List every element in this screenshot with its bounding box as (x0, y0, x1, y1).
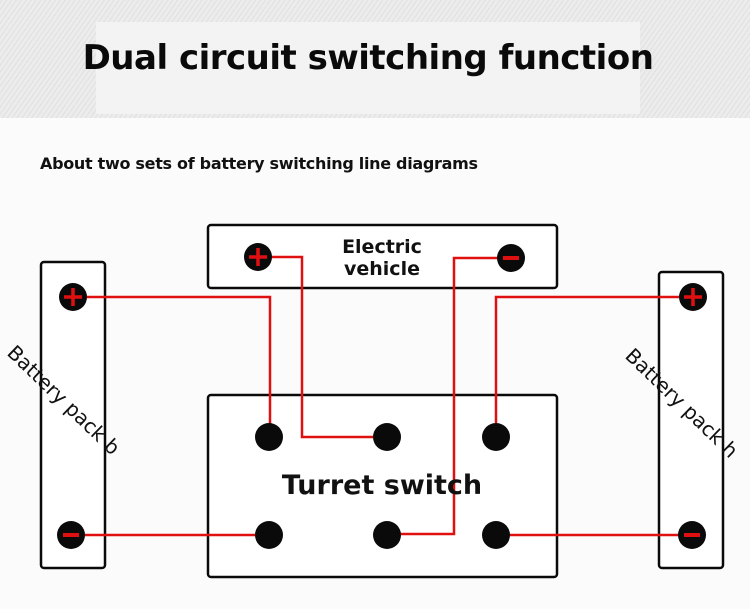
plus-icon (684, 288, 702, 306)
electric-vehicle-label-line1: Electric (342, 236, 422, 258)
plus-icon (64, 288, 82, 306)
battery-h-negative-terminal (678, 521, 706, 549)
switch-contact-top-left (255, 423, 283, 451)
switch-contact-bottom-right (482, 521, 510, 549)
wire-battery-b-pos-to-switch (73, 295, 272, 425)
battery-b-positive-terminal (59, 283, 87, 311)
wire-ev-neg-to-switch (395, 256, 511, 536)
battery-pack-b-box (39, 260, 107, 570)
switch-contact-bottom-center (373, 521, 401, 549)
ev-negative-terminal (497, 244, 525, 272)
turret-switch-label: Turret switch (282, 470, 482, 501)
switch-contact-top-center (373, 423, 401, 451)
plus-icon (249, 248, 267, 266)
wire-ev-pos-to-switch (258, 255, 380, 439)
switch-contact-top-right (482, 423, 510, 451)
wire-battery-h-pos-to-switch (494, 295, 693, 425)
electric-vehicle-box (206, 223, 559, 290)
header-plate (96, 22, 640, 114)
turret-switch-box (206, 393, 559, 579)
battery-h-positive-terminal (679, 283, 707, 311)
diagram-subtitle: About two sets of battery switching line… (40, 154, 478, 173)
ev-positive-terminal (244, 243, 272, 271)
page-title: Dual circuit switching function (82, 38, 654, 78)
electric-vehicle-label-line2: vehicle (344, 258, 420, 280)
switch-contact-bottom-left (255, 521, 283, 549)
battery-b-negative-terminal (57, 521, 85, 549)
battery-pack-h-box (657, 270, 725, 570)
